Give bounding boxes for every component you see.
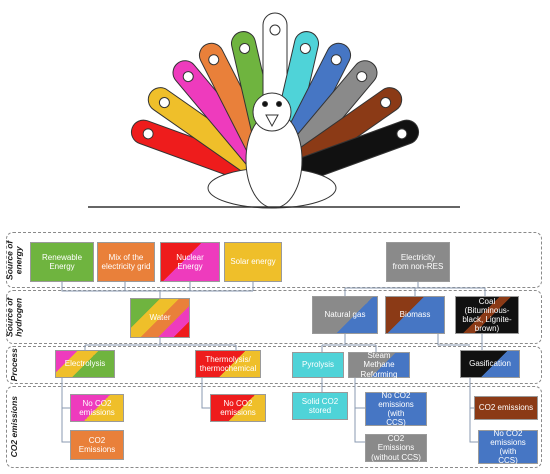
turkey-body [207,92,337,209]
row-label-process: Process [9,348,20,382]
node-renewable-energy: Renewable Energy [30,242,94,282]
row-label-hydrogen: Source of hydrogen [4,297,25,337]
node-electricity-non-res: Electricity from non-RES [386,242,450,282]
node-no-co2-emissions-ccs-smr: No CO2 emissions (with CCS) [365,391,427,427]
node-co2-emissions-gasification: CO2 emissions [474,396,538,420]
turkey-eye-right [276,101,282,107]
node-thermolysis: Thermolysis/ thermochemical [195,350,261,378]
turkey-eye-left [262,101,268,107]
node-solid-co2-stored: Solid CO2 stored [292,392,348,420]
node-natural-gas: Natural gas [312,296,378,334]
band-process [6,346,542,384]
node-co2-emissions-electrolysis: CO2 Emissions [70,430,124,460]
node-gasification: Gasification [460,350,520,378]
node-steam-methane-reforming: Steam Methane Reforming [348,351,410,379]
node-electrolysis: Electrolysis [55,350,115,378]
node-pyrolysis: Pyrolysis [292,352,344,378]
row-label-energy: Source of energy [4,240,25,280]
node-no-co2-emissions-thermolysis: No CO2 emissions [210,394,266,422]
node-nuclear-energy: Nuclear Energy [160,242,220,282]
node-water: Water [130,298,190,338]
row-label-emissions: CO2 emissions [9,396,20,458]
node-biomass: Biomass [385,296,445,334]
turkey-illustration [88,12,460,209]
node-solar-energy: Solar energy [224,242,282,282]
node-no-co2-emissions-ccs-gasification: No CO2 emissions (with CCS) [478,429,538,465]
band-source-of-hydrogen [6,290,542,344]
band-source-of-energy [6,232,542,288]
node-mix-electricity-grid: Mix of the electricity grid [97,242,155,282]
node-co2-emissions-without-ccs: CO2 Emissions (without CCS) [365,434,427,462]
node-no-co2-emissions-electrolysis: No CO2 emissions [70,394,124,422]
node-coal: Coal (Bituminous- black, Lignite- brown) [455,296,519,334]
turkey-beak [265,114,279,128]
band-co2-emissions [6,386,542,468]
